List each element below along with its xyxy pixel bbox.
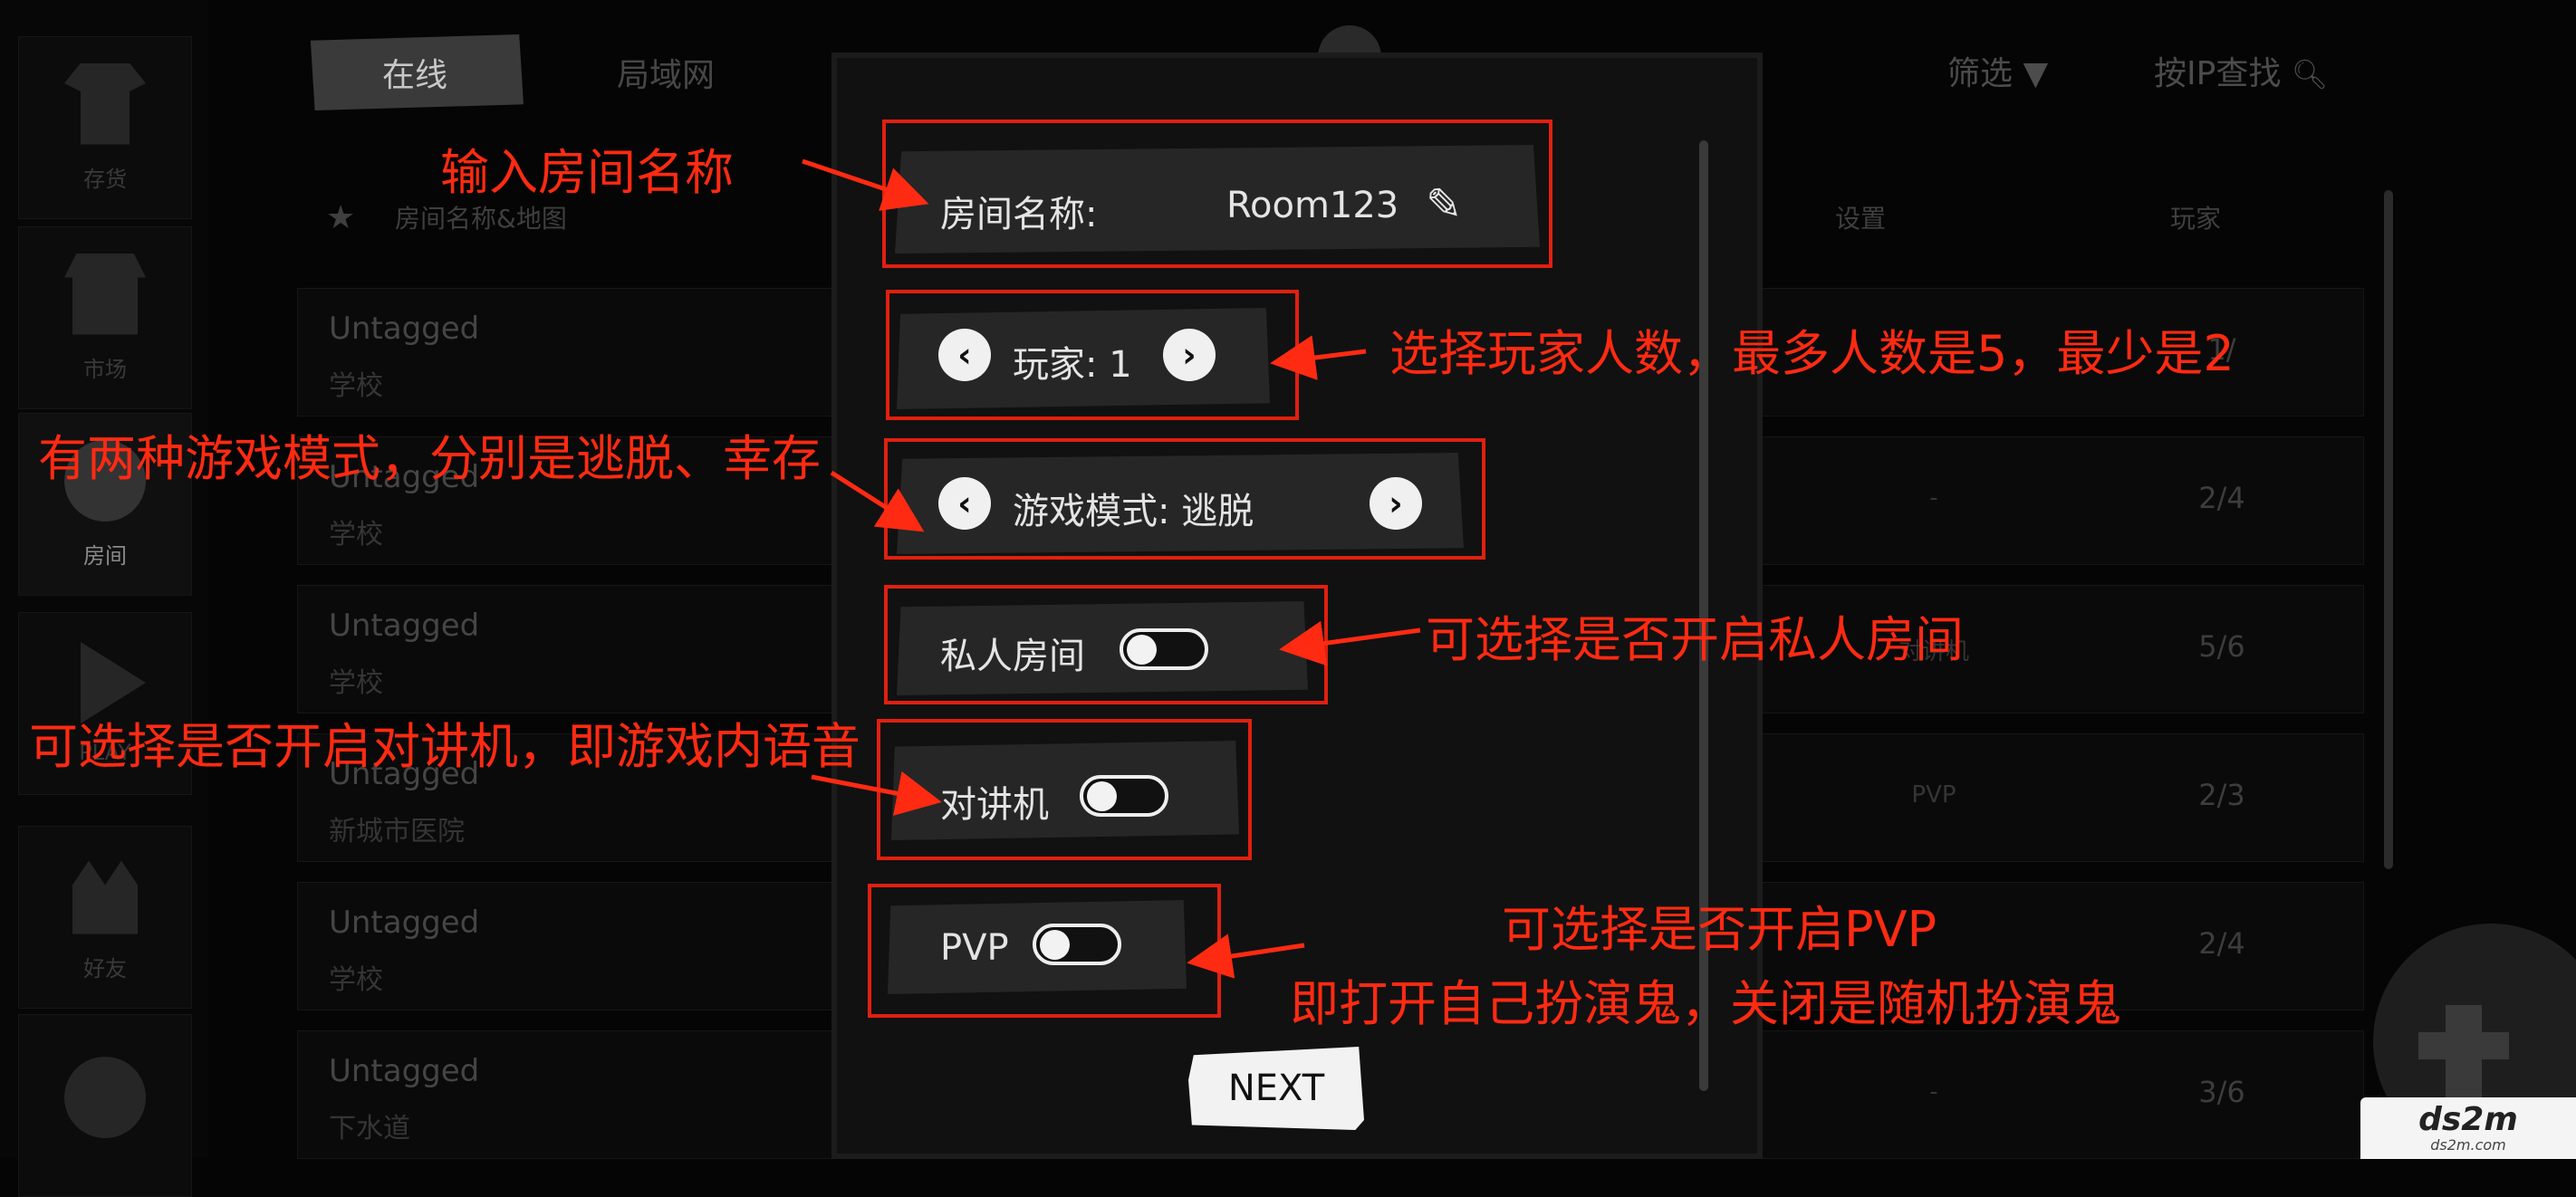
walkie-talkie-toggle[interactable] [1080,775,1168,817]
sidebar-item-label: 好友 [83,955,127,982]
arrow-game-mode [830,470,925,532]
room-players: 2/4 [2198,926,2245,961]
annotation-private-room: 可选择是否开启私人房间 [1426,611,1964,668]
toggle-knob [1087,781,1117,811]
room-players: 3/6 [2198,1075,2245,1109]
room-players: 2/4 [2198,481,2245,515]
column-header-name: 房间名称&地图 [395,204,567,234]
globe-search-icon [64,439,146,522]
sidebar-item-label: 市场 [83,356,127,382]
next-button[interactable]: NEXT [1188,1047,1364,1130]
annotation-room-name: 输入房间名称 [440,144,734,201]
room-setting: 对讲机 [1898,638,1969,666]
sidebar-item-label: 房间 [83,542,127,569]
arrow-room-name [802,158,929,211]
watermark: ds2m ds2m.com [2360,1097,2576,1159]
column-header-settings: 设置 [1835,204,1887,234]
room-map: 新城市医院 [329,816,465,847]
room-title: Untagged [329,311,480,347]
pvp-label: PVP [940,927,1009,969]
room-map: 学校 [329,370,383,402]
watermark-logo: ds2m [2418,1100,2518,1138]
room-title: Untagged [329,756,480,792]
dialog-scrollbar[interactable] [1699,140,1708,1091]
room-title: Untagged [329,1053,480,1089]
annotation-arrows [802,158,1421,979]
players-label: 玩家: 1 [1013,344,1132,386]
room-title: Untagged [329,608,480,644]
room-map: 学校 [329,667,383,699]
list-scrollbar[interactable] [2384,190,2393,869]
sidebar-item-label: 存货 [83,166,127,192]
annotation-pvp-line2: 即打开自己扮演鬼，关闭是随机扮演鬼 [1290,975,2121,1032]
arrow-pvp [1187,934,1305,979]
filter-button[interactable]: 筛选 ▼ [1947,55,2049,92]
tab-lan[interactable]: 局域网 [616,57,715,94]
walkie-talkie-row [891,741,1239,840]
sidebar-item-play[interactable]: PLAY [18,612,192,795]
pvp-toggle[interactable] [1033,924,1121,965]
room-setting: PVP [1911,781,1956,809]
shop-icon [64,253,146,335]
watermark-url: ds2m.com [2430,1135,2506,1154]
room-players: 1/ [2207,332,2236,367]
room-map: 下水道 [329,1113,410,1144]
toggle-knob [1040,930,1070,960]
room-setting: - [1929,1078,1938,1106]
sidebar-item-inventory[interactable]: 存货 [18,36,192,219]
search-icon: 🔍︎ [2291,57,2329,91]
annotation-walkie-talkie: 可选择是否开启对讲机，即游戏内语音 [29,718,860,775]
annotation-game-mode: 有两种游戏模式，分别是逃脱、幸存 [38,430,821,487]
game-mode-selector [897,453,1464,554]
sidebar-item-label: PLAY [79,740,131,765]
private-room-label: 私人房间 [940,636,1085,677]
favorite-star-icon[interactable]: ★ [326,199,356,236]
pencil-icon[interactable]: ✎ [1426,179,1463,230]
room-title: Untagged [329,905,480,941]
chevron-left-icon[interactable]: ‹ [938,329,991,381]
arrow-walkie-talkie [811,771,942,816]
ip-search-button[interactable]: 按IP查找 🔍︎ [2154,47,2328,94]
cross-icon-bar [2418,1032,2509,1059]
pie-icon [64,1057,146,1138]
ip-search-label: 按IP查找 [2154,55,2282,92]
room-setting: - [1929,484,1938,512]
chevron-right-icon[interactable]: › [1163,329,1216,381]
game-mode-label: 游戏模式: 逃脱 [1013,491,1254,532]
arrow-private-room [1279,620,1421,666]
tab-online[interactable]: 在线 [310,34,524,110]
room-name-field[interactable] [895,145,1540,254]
chevron-left-icon[interactable]: ‹ [938,477,991,530]
room-map: 学校 [329,964,383,996]
sidebar-item-market[interactable]: 市场 [18,226,192,409]
walkie-talkie-label: 对讲机 [940,784,1049,826]
annotation-pvp-line1: 可选择是否开启PVP [1502,901,1937,958]
room-title: Untagged [329,459,480,495]
arrow-players [1270,335,1367,380]
sidebar: 存货 市场 房间 PLAY 好友 [0,0,208,1197]
chevron-right-icon[interactable]: › [1370,477,1422,530]
private-room-toggle[interactable] [1120,628,1208,670]
room-players: 2/3 [2198,778,2245,812]
private-room-row [897,601,1308,695]
column-header-players: 玩家 [2170,204,2222,234]
sidebar-item-friends[interactable]: 好友 [18,826,192,1009]
annotation-players: 选择玩家人数，最多人数是5，最少是2 [1389,325,2235,382]
room-map: 学校 [329,519,383,551]
room-players: 5/6 [2198,629,2245,664]
sidebar-item-rooms[interactable]: 房间 [18,413,192,596]
room-name-label: 房间名称: [940,194,1098,235]
toggle-knob [1127,635,1157,665]
room-name-input[interactable]: Room123 [1226,185,1399,226]
